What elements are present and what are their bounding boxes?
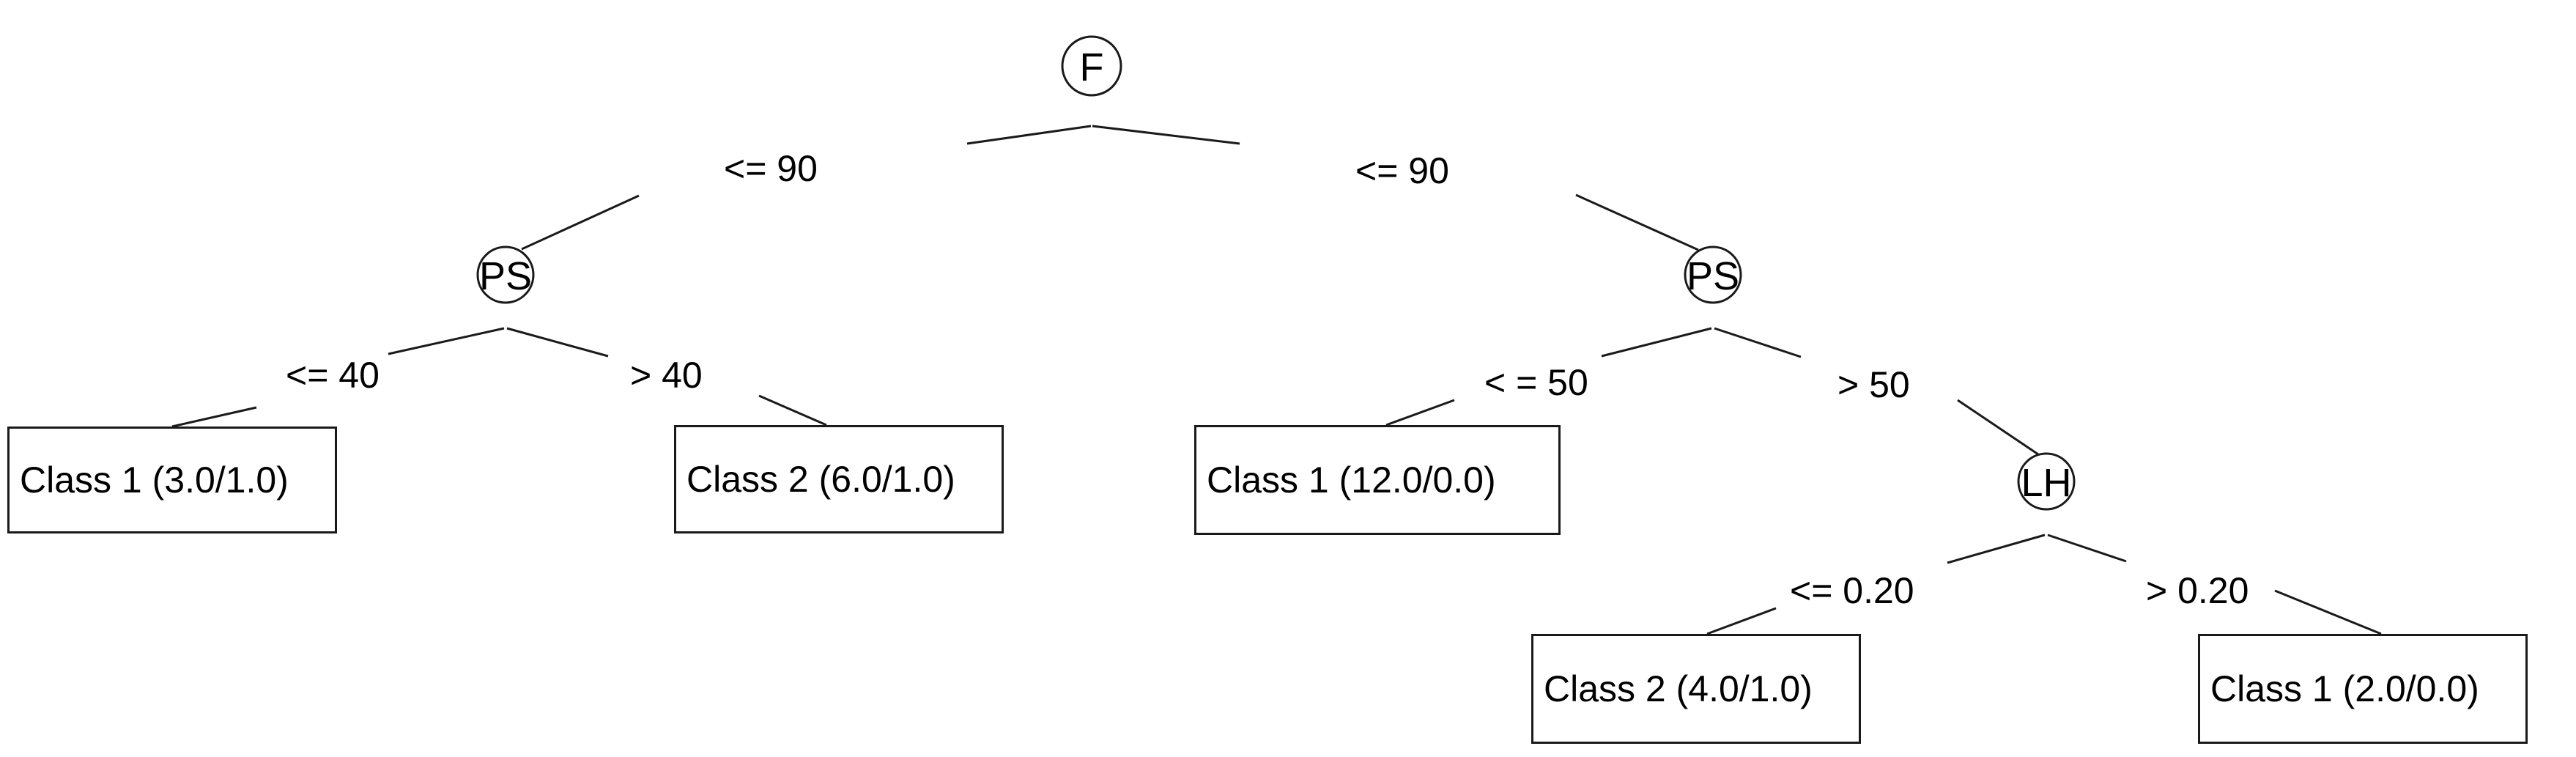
tree-edge bbox=[758, 394, 827, 426]
tree-node-root[interactable]: F bbox=[1061, 35, 1122, 97]
tree-edge bbox=[2047, 533, 2127, 563]
tree-edge bbox=[1092, 125, 1240, 145]
leaf-label: Class 2 (4.0/1.0) bbox=[1544, 668, 1813, 709]
node-circle-ps_right bbox=[1684, 245, 1742, 304]
edge-label-root-left: <= 90 bbox=[724, 148, 818, 189]
tree-node-lh[interactable]: LH bbox=[2017, 452, 2076, 511]
tree-edge bbox=[171, 406, 257, 428]
tree-edge bbox=[521, 194, 640, 251]
node-circle-root bbox=[1061, 35, 1122, 97]
tree-edge bbox=[1714, 327, 1802, 358]
leaf-node-leaf-class2-4[interactable]: Class 2 (4.0/1.0) bbox=[1531, 634, 1861, 744]
leaf-node-leaf-class1-2[interactable]: Class 1 (2.0/0.0) bbox=[2198, 634, 2528, 744]
node-label-ps_right: PS bbox=[1687, 254, 1739, 298]
tree-node-ps_left[interactable]: PS bbox=[476, 245, 535, 304]
tree-edge bbox=[2274, 589, 2382, 635]
leaf-node-leaf-class1-12[interactable]: Class 1 (12.0/0.0) bbox=[1194, 425, 1561, 535]
leaf-label: Class 1 (12.0/0.0) bbox=[1207, 459, 1496, 501]
edge-label-psright-left: < = 50 bbox=[1484, 362, 1588, 403]
tree-edge bbox=[1575, 193, 1699, 251]
edge-label-psleft-right: > 40 bbox=[630, 355, 703, 396]
edge-label-psright-right: > 50 bbox=[1837, 364, 1910, 405]
tree-node-ps_right[interactable]: PS bbox=[1684, 245, 1742, 304]
edge-label-lh-left: <= 0.20 bbox=[1790, 570, 1914, 611]
node-label-root: F bbox=[1080, 45, 1104, 89]
edge-label-psleft-left: <= 40 bbox=[286, 355, 380, 396]
tree-edge bbox=[1957, 399, 2039, 456]
leaf-label: Class 1 (3.0/1.0) bbox=[20, 459, 289, 501]
edge-label-root-right: <= 90 bbox=[1355, 150, 1449, 191]
leaf-node-leaf-class2-6[interactable]: Class 2 (6.0/1.0) bbox=[674, 425, 1004, 533]
edges-group bbox=[171, 125, 2382, 635]
node-circle-lh bbox=[2017, 452, 2076, 511]
leaf-node-leaf-class1-3[interactable]: Class 1 (3.0/1.0) bbox=[7, 426, 337, 533]
tree-edge bbox=[966, 125, 1092, 145]
edge-label-lh-right: > 0.20 bbox=[2146, 570, 2249, 611]
tree-edge bbox=[1947, 533, 2046, 564]
tree-edge bbox=[506, 327, 609, 358]
tree-edge bbox=[1385, 399, 1455, 426]
node-circle-ps_left bbox=[476, 245, 535, 304]
nodes-group: F PS PS LH bbox=[476, 35, 2076, 511]
tree-edge bbox=[1601, 327, 1712, 358]
tree-edge bbox=[1706, 607, 1777, 635]
tree-edge bbox=[388, 327, 505, 355]
leaf-label: Class 2 (6.0/1.0) bbox=[686, 459, 955, 500]
node-label-lh: LH bbox=[2021, 461, 2071, 505]
leaf-label: Class 1 (2.0/0.0) bbox=[2210, 668, 2479, 709]
node-label-ps_left: PS bbox=[479, 254, 532, 298]
